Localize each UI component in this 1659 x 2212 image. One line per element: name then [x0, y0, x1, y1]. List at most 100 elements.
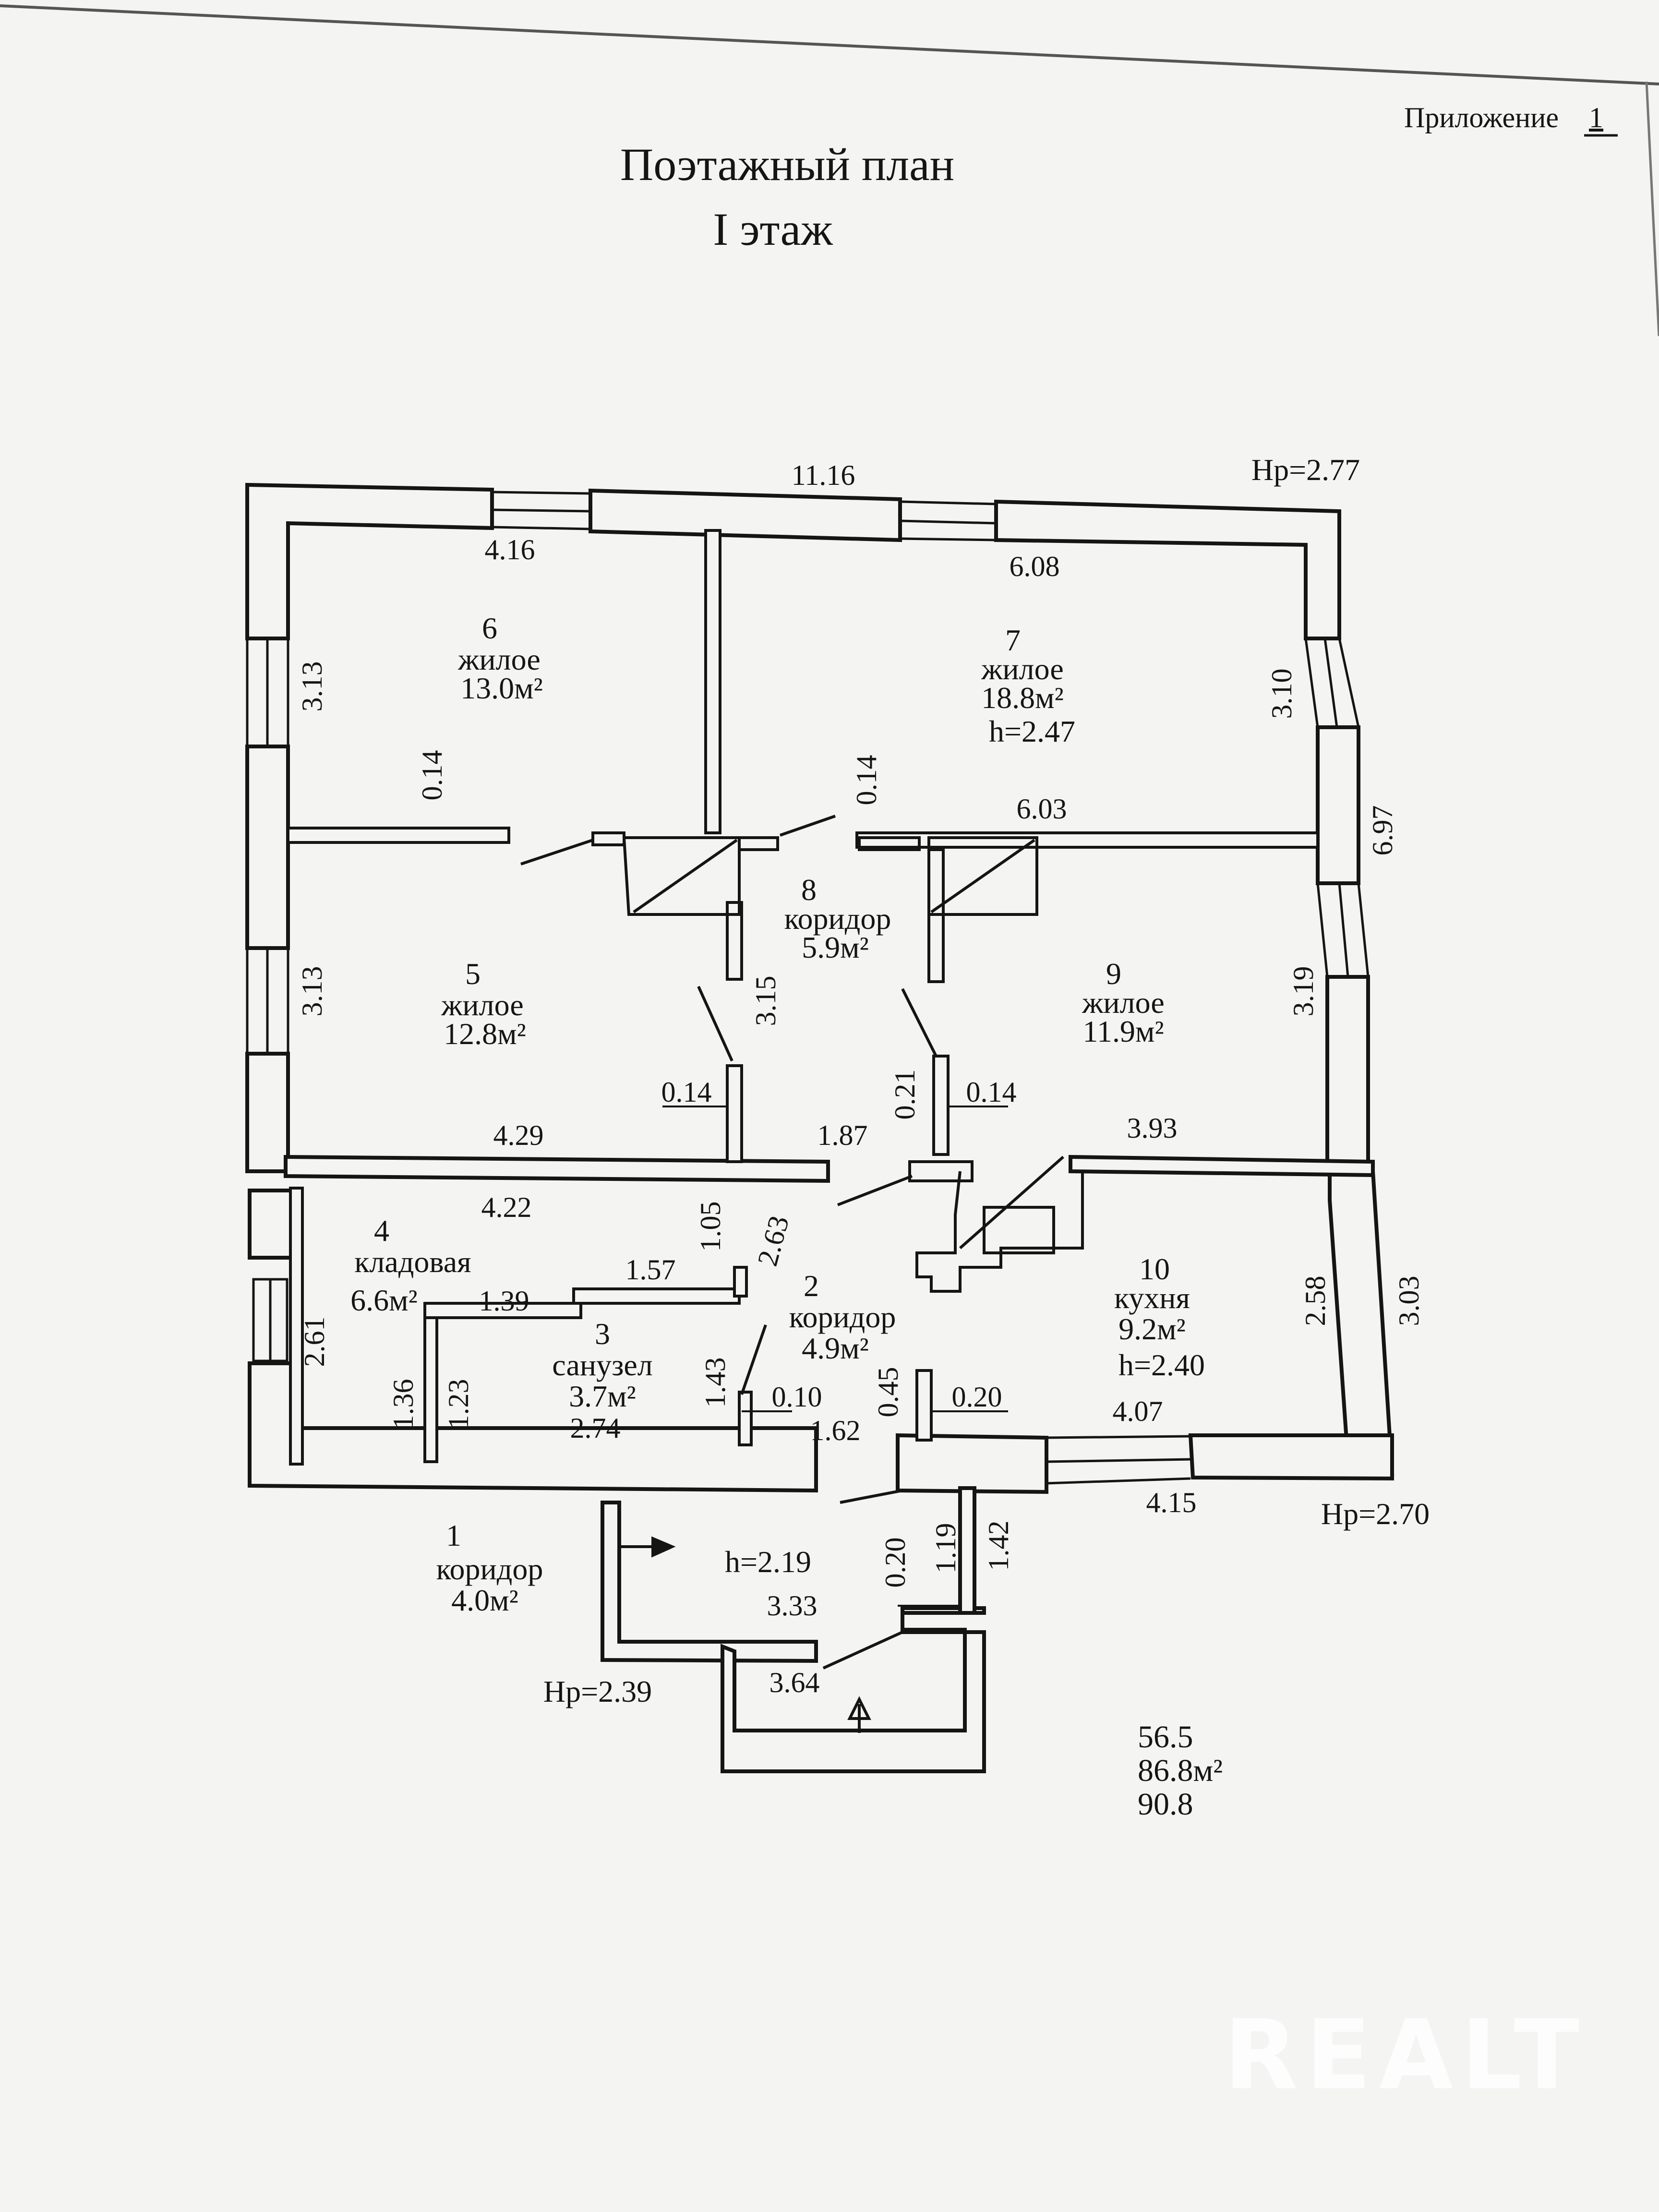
- cap-right: [858, 836, 921, 851]
- room-8-name: коридор: [784, 902, 891, 936]
- door-5: [520, 839, 593, 866]
- dim-1-36: 1.36: [387, 1379, 419, 1430]
- room-1-num: 1: [446, 1518, 461, 1552]
- appendix-number: 1: [1589, 102, 1603, 133]
- dim-4-16: 4.16: [485, 534, 535, 565]
- room-5-area: 12.8м²: [444, 1017, 526, 1051]
- room-5-name: жилое: [441, 988, 524, 1022]
- room-9-num: 9: [1106, 957, 1121, 991]
- window-right-2-c: [1357, 883, 1370, 977]
- window-kitchen-b: [1046, 1458, 1191, 1463]
- room-1-area: 4.0м²: [451, 1583, 518, 1617]
- total-area: 86.8м²: [1138, 1753, 1223, 1788]
- dim-3-10: 3.10: [1266, 669, 1298, 719]
- window-top-2-b: [900, 519, 997, 525]
- window-top-2-a: [900, 500, 997, 505]
- dim-0-21: 0.21: [889, 1070, 921, 1120]
- stove-right-diag: [930, 839, 1035, 914]
- room-3-name: санузел: [552, 1348, 652, 1382]
- window-right-2-a: [1316, 883, 1329, 977]
- dim-0-20-b: 0.20: [879, 1538, 911, 1588]
- partition-3-top-b: [572, 1287, 741, 1305]
- dim-6-08: 6.08: [1010, 551, 1060, 582]
- wall-center-left: [284, 1154, 830, 1183]
- dim-4-15: 4.15: [1146, 1487, 1197, 1518]
- dim-6-03: 6.03: [1017, 793, 1067, 825]
- wall-vestibule: [721, 1606, 986, 1773]
- wall-entry-left: [601, 1501, 818, 1663]
- dim-0-14-d: 0.14: [966, 1076, 1017, 1108]
- door-kitchen: [840, 1489, 903, 1504]
- window-right-1-c: [1338, 638, 1360, 728]
- dim-3-33: 3.33: [767, 1590, 817, 1622]
- partition-4-left: [289, 1187, 304, 1466]
- cap-mid: [738, 836, 779, 851]
- partition-kitchen-left: [915, 1369, 933, 1442]
- window-right-1-b: [1323, 638, 1338, 728]
- porch-arrow-head[interactable]: [847, 1696, 871, 1720]
- realt-watermark: REALT: [1224, 1999, 1587, 2111]
- dim-1-87: 1.87: [817, 1119, 868, 1151]
- room-5-num: 5: [465, 957, 481, 991]
- wall-right-a: [1316, 725, 1360, 885]
- fixtures: [520, 815, 1084, 1733]
- partition-kitchen-col: [908, 1160, 974, 1182]
- dim-4-07: 4.07: [1113, 1395, 1163, 1427]
- dim-1-42: 1.42: [983, 1521, 1014, 1571]
- partition-3-top: [423, 1302, 582, 1319]
- door-stair: [837, 1175, 913, 1206]
- window-right-1-a: [1304, 638, 1319, 728]
- room-3-num: 3: [595, 1317, 610, 1351]
- dim-1-43: 1.43: [699, 1358, 731, 1408]
- wall-left-b: [245, 1052, 290, 1173]
- windows: [246, 491, 1370, 1485]
- dim-3-64: 3.64: [769, 1667, 820, 1698]
- dim-1-23: 1.23: [443, 1379, 474, 1430]
- dim-2-61: 2.61: [299, 1317, 330, 1367]
- partition-3-left: [423, 1316, 438, 1463]
- room-10-height: h=2.40: [1118, 1348, 1205, 1382]
- plan-title: Поэтажный план: [620, 139, 954, 190]
- dim-4-22: 4.22: [481, 1191, 532, 1223]
- partition-7-9: [855, 831, 1319, 849]
- window-kitchen-a: [1046, 1435, 1191, 1439]
- room-4-area: 6.6м²: [350, 1283, 418, 1317]
- room-3-area: 3.7м²: [569, 1379, 636, 1413]
- sheet-top-edge: [0, 4, 1659, 85]
- total-living: 56.5: [1138, 1719, 1193, 1755]
- window-top-1-a: [492, 491, 591, 495]
- dim-2-58: 2.58: [1299, 1276, 1331, 1326]
- entry-arrow-head[interactable]: [651, 1536, 676, 1558]
- dim-1-57: 1.57: [625, 1254, 676, 1286]
- partition-9-2: [932, 1055, 950, 1156]
- stove-left: [622, 836, 741, 916]
- dim-2-74: 2.74: [570, 1412, 621, 1444]
- dim-0-10: 0.10: [772, 1381, 822, 1413]
- wall-left-c: [248, 1189, 295, 1260]
- room-7-name: жилое: [981, 652, 1064, 686]
- room-7-height: h=2.47: [989, 714, 1075, 748]
- stair-block: [983, 1206, 1055, 1254]
- window-top-1-b: [492, 508, 591, 513]
- walls: [245, 482, 1395, 1773]
- stairs: [915, 1171, 1084, 1293]
- room-8-area: 5.9м²: [802, 930, 869, 964]
- dim-3-03: 3.03: [1393, 1276, 1425, 1326]
- room-4-name: кладовая: [354, 1245, 471, 1279]
- dim-3-13-b: 3.13: [296, 966, 328, 1017]
- wall-bottom-right: [1188, 1433, 1394, 1481]
- door-vestibule: [822, 1631, 903, 1670]
- room-2-num: 2: [804, 1269, 819, 1303]
- stove-left-diag: [633, 839, 738, 914]
- wall-center-right: [1069, 1154, 1375, 1178]
- door-3: [740, 1324, 767, 1395]
- room-6-name: жилое: [457, 642, 541, 676]
- total-gross: 90.8: [1138, 1787, 1193, 1822]
- room-7-area: 18.8м²: [981, 681, 1064, 715]
- dim-1-39: 1.39: [479, 1285, 529, 1317]
- dim-0-20-a: 0.20: [952, 1381, 1002, 1413]
- room-2-area: 4.9м²: [802, 1331, 869, 1365]
- wall-left-a: [245, 745, 290, 950]
